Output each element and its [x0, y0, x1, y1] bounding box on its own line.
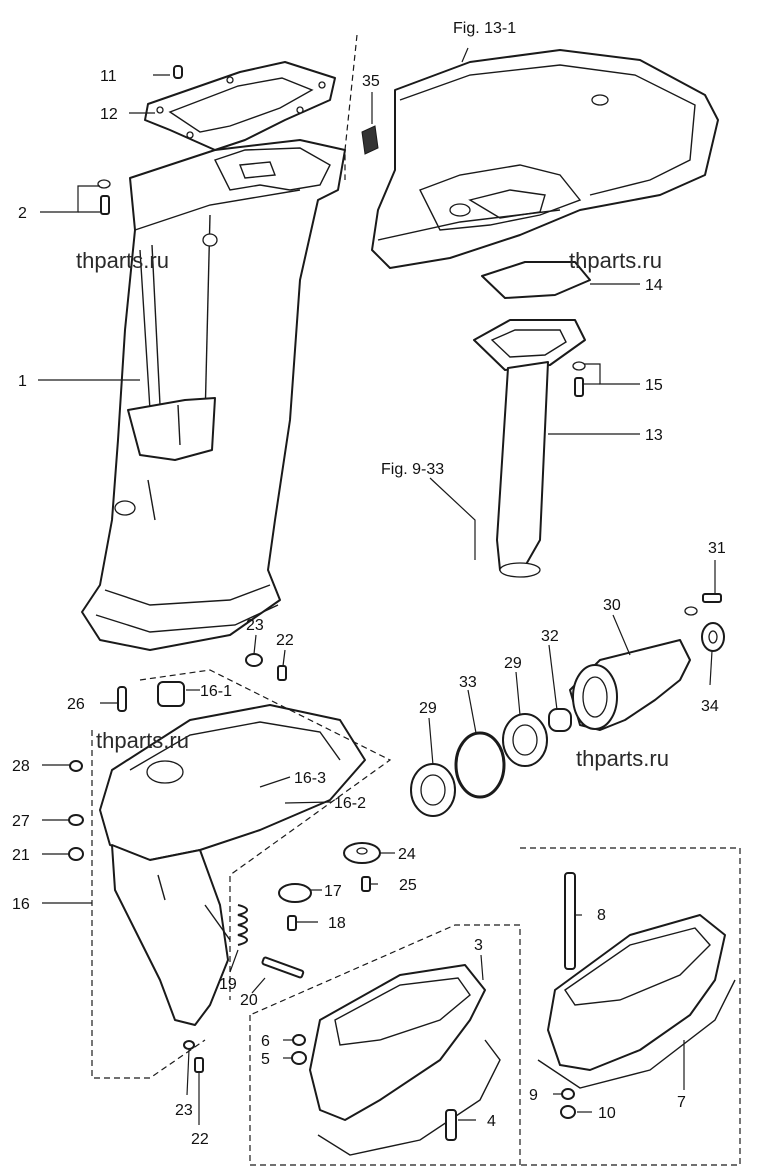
screw-22-lower: [194, 1057, 204, 1073]
callout-29-upper: 29: [504, 655, 522, 672]
screw-25: [361, 876, 371, 892]
spacer-plate-7: [537, 914, 736, 1089]
exhaust-pipe-13: [473, 319, 586, 578]
callout-labels: 11 12 35 2 1 14 15 13 31 30 32 29 33 29 …: [12, 68, 726, 1148]
part-17: [278, 883, 312, 903]
callout-31: 31: [708, 540, 726, 557]
screw-18: [287, 915, 297, 931]
callout-6: 6: [261, 1033, 270, 1050]
callout-18: 18: [328, 915, 346, 932]
callout-11: 11: [100, 68, 117, 85]
gasket-14: [481, 261, 591, 299]
gasket-12: [144, 61, 336, 151]
watermark-3: thparts.ru: [96, 728, 189, 753]
callout-22-lower: 22: [191, 1131, 209, 1148]
callout-23-lower: 23: [175, 1102, 193, 1119]
callout-14: 14: [645, 277, 663, 294]
callout-13: 13: [645, 427, 663, 444]
washer-28: [69, 760, 83, 772]
nut-5: [291, 1051, 307, 1065]
callout-15: 15: [645, 377, 663, 394]
callout-29-lower: 29: [419, 700, 437, 717]
callout-4: 4: [487, 1113, 496, 1130]
stud-8: [564, 872, 576, 970]
screw-22-upper: [277, 665, 287, 681]
group-outline-3-7: [249, 924, 521, 1166]
bolt-set-15: [572, 361, 586, 397]
callout-27: 27: [12, 813, 30, 830]
group-outline-7: [520, 847, 741, 1166]
callout-7: 7: [677, 1094, 686, 1111]
nut-27: [68, 814, 84, 826]
bearing-29-upper: [502, 713, 548, 767]
washer-6: [292, 1034, 306, 1046]
callout-28: 28: [12, 758, 30, 775]
engine-base-fig-13-1: [371, 49, 719, 269]
bolt-set-31: [684, 593, 722, 616]
callout-16-3: 16-3: [294, 770, 326, 787]
bolt-set-2: [97, 179, 111, 215]
nut-10: [560, 1105, 576, 1119]
callout-30: 30: [603, 597, 621, 614]
group-outline-lower-2: [139, 669, 392, 1000]
bearing-housing-30: [569, 639, 691, 731]
callout-12: 12: [100, 106, 118, 123]
callout-25: 25: [399, 877, 417, 894]
callout-35: 35: [362, 73, 380, 90]
callout-10: 10: [598, 1105, 616, 1122]
bolt-20: [261, 956, 305, 979]
washer-9: [561, 1088, 575, 1100]
nut-21: [68, 847, 84, 861]
callout-8: 8: [597, 907, 606, 924]
callout-24: 24: [398, 846, 416, 863]
callout-22-upper: 22: [276, 632, 294, 649]
callout-23-upper: 23: [246, 617, 264, 634]
stud-4: [445, 1109, 457, 1141]
lower-casing-16: [99, 704, 366, 1026]
spacer-plate-3: [309, 964, 501, 1156]
watermark-4: thparts.ru: [576, 746, 669, 771]
callout-21: 21: [12, 847, 30, 864]
callout-3: 3: [474, 937, 483, 954]
watermark-2: thparts.ru: [569, 248, 662, 273]
callout-32: 32: [541, 628, 559, 645]
callout-17: 17: [324, 883, 342, 900]
spring-19: [237, 904, 248, 946]
gear-16-1: [157, 681, 185, 707]
callout-16-2: 16-2: [334, 795, 366, 812]
callout-2: 2: [18, 205, 27, 222]
callout-9: 9: [529, 1087, 538, 1104]
bearing-29-lower: [410, 763, 456, 817]
o-ring-33: [454, 731, 506, 799]
group-outline-top: [344, 34, 358, 180]
bushing-32: [548, 708, 572, 732]
callout-34: 34: [701, 698, 719, 715]
callout-19: 19: [219, 976, 237, 993]
ref-fig-9-33: Fig. 9-33: [381, 461, 444, 478]
callout-26: 26: [67, 696, 85, 713]
washer-23-lower: [183, 1040, 195, 1050]
callout-16-1: 16-1: [200, 683, 232, 700]
callout-20: 20: [240, 992, 258, 1009]
leader-lines: [38, 47, 716, 1125]
rubber-mount-35: [361, 125, 379, 155]
callout-16: 16: [12, 896, 30, 913]
callout-5: 5: [261, 1051, 270, 1068]
callout-1: 1: [18, 373, 27, 390]
upper-casing: [81, 139, 346, 651]
dowel-pin-11: [173, 65, 183, 79]
washer-23-upper: [245, 653, 263, 667]
pin-26: [117, 686, 127, 712]
callout-33: 33: [459, 674, 477, 691]
watermark-1: thparts.ru: [76, 248, 169, 273]
group-outline-lower: [91, 730, 206, 1079]
ref-fig-13-1: Fig. 13-1: [453, 20, 516, 37]
